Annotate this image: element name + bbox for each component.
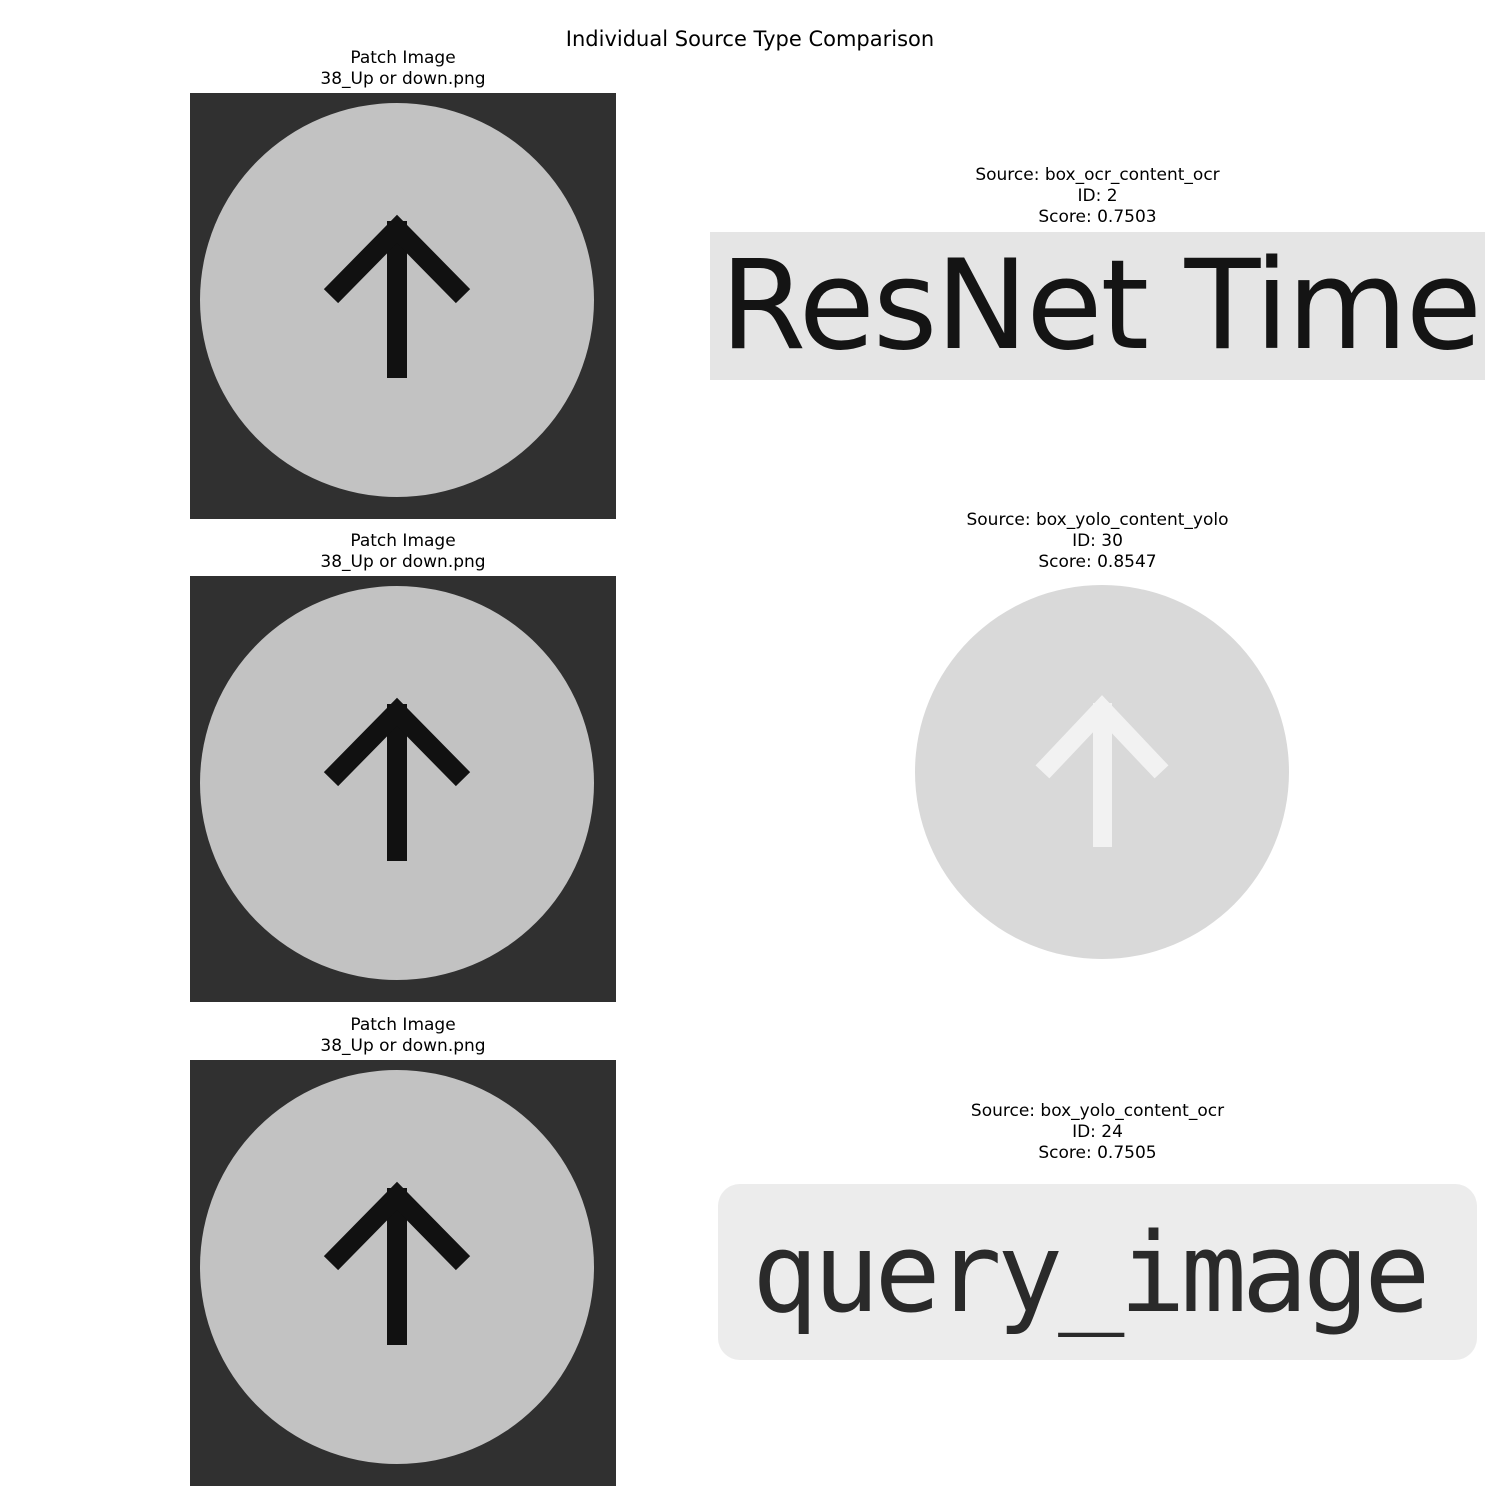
match-id: ID: 2 (1077, 186, 1118, 206)
match-source: Source: box_ocr_content_ocr (975, 165, 1220, 185)
patch-caption: Patch Image 38_Up or down.png (190, 48, 616, 90)
match-image-ocr: query_image (718, 1184, 1477, 1360)
match-source: Source: box_yolo_content_ocr (970, 1101, 1225, 1121)
patch-image (190, 93, 616, 519)
match-id: ID: 30 (1072, 531, 1123, 551)
arrow-up-circle-icon (200, 1070, 594, 1464)
match-score: Score: 0.7503 (1038, 207, 1157, 227)
arrow-up-circle-icon (200, 103, 594, 497)
figure-title: Individual Source Type Comparison (565, 27, 935, 51)
match-caption: Source: box_ocr_content_ocr ID: 2 Score:… (710, 165, 1485, 228)
patch-filename: 38_Up or down.png (320, 69, 486, 89)
ocr-content-text: ResNet Time (720, 234, 1482, 378)
match-id: ID: 24 (1072, 1122, 1123, 1142)
patch-caption: Patch Image 38_Up or down.png (190, 1015, 616, 1057)
patch-image (190, 1060, 616, 1486)
match-image-yolo (915, 585, 1290, 960)
patch-filename: 38_Up or down.png (320, 552, 486, 572)
match-caption: Source: box_yolo_content_ocr ID: 24 Scor… (710, 1101, 1485, 1164)
patch-label: Patch Image (350, 48, 456, 68)
patch-filename: 38_Up or down.png (320, 1036, 486, 1056)
match-source: Source: box_yolo_content_yolo (966, 510, 1229, 530)
arrow-up-circle-icon (915, 585, 1289, 959)
patch-label: Patch Image (350, 1015, 456, 1035)
match-image-ocr: ResNet Time (710, 232, 1485, 380)
match-score: Score: 0.7505 (1038, 1143, 1157, 1163)
patch-image (190, 576, 616, 1002)
patch-label: Patch Image (350, 531, 456, 551)
arrow-up-circle-icon (200, 586, 594, 980)
ocr-content-text: query_image (752, 1209, 1430, 1337)
match-caption: Source: box_yolo_content_yolo ID: 30 Sco… (710, 510, 1485, 573)
patch-caption: Patch Image 38_Up or down.png (190, 531, 616, 573)
match-score: Score: 0.8547 (1038, 552, 1157, 572)
